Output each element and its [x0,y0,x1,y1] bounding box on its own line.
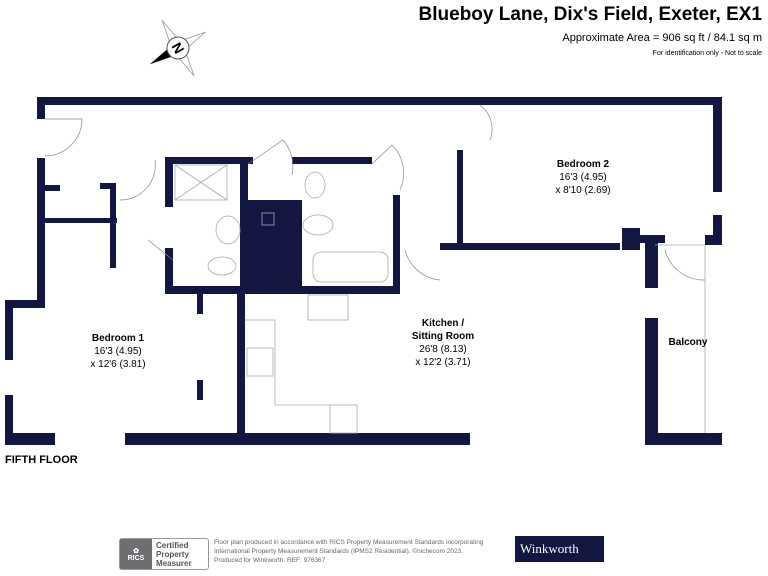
room-dimensions: 26'8 (8.13) [419,344,467,355]
floor-label: FIFTH FLOOR [5,454,78,466]
room-name: Kitchen / [422,318,464,329]
rics-line: Certified [156,541,189,550]
fixtures [174,164,706,434]
room-dimensions: x 8'10 (2.69) [555,185,610,196]
room-kitchen-sitting-room: Kitchen / Sitting Room 26'8 (8.13) x 12'… [412,318,474,368]
winkworth-logo: Winkworth [515,536,604,562]
room-name: Sitting Room [412,331,474,342]
room-name: Bedroom 2 [557,159,610,170]
room-name: Balcony [669,337,708,348]
disclaimer: For identification only - Not to scale [652,50,762,57]
rics-logo: ✿RICS [120,539,152,569]
room-dimensions: 16'3 (4.95) [559,172,607,183]
walls [5,97,722,445]
room-bedroom-1: Bedroom 1 16'3 (4.95) x 12'6 (3.81) [90,333,145,370]
footer-text: Floor plan produced in accordance with R… [214,538,514,565]
room-name: Bedroom 1 [92,333,145,344]
room-dimensions: x 12'6 (3.81) [90,359,145,370]
door-swings [44,104,706,281]
rics-line: Property [156,550,189,559]
rics-line: Measurer [156,559,192,568]
property-title: Blueboy Lane, Dix's Field, Exeter, EX1 [418,4,762,25]
rics-logo-text: RICS [127,554,145,562]
footer-line: Produced for Winkworth. REF: 976367 [214,557,326,564]
footer-line: International Property Measurement Stand… [214,548,464,555]
room-bedroom-2: Bedroom 2 16'3 (4.95) x 8'10 (2.69) [555,159,610,196]
room-dimensions: x 12'2 (3.71) [415,357,470,368]
compass-north-icon: N [150,20,206,76]
approximate-area: Approximate Area = 906 sq ft / 84.1 sq m [562,32,762,44]
footer-line: Floor plan produced in accordance with R… [214,539,484,546]
rics-badge: ✿RICS Certified Property Measurer [119,538,209,570]
room-balcony: Balcony [669,337,708,348]
room-dimensions: 16'3 (4.95) [94,346,142,357]
rics-text: Certified Property Measurer [152,539,196,569]
